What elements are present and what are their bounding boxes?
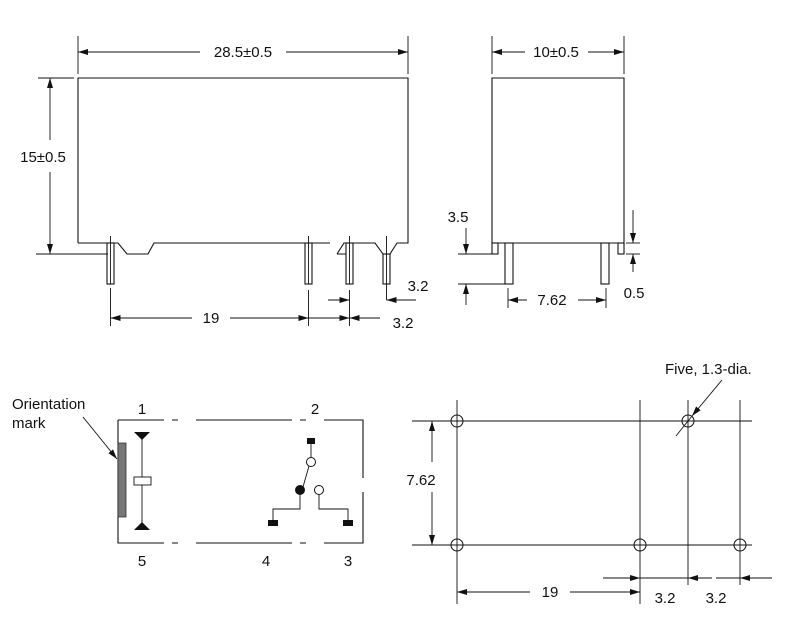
pin-label-4: 4 — [262, 553, 270, 570]
pin-label-2: 2 — [311, 401, 319, 418]
standoff-dimension: 0.5 — [624, 285, 645, 302]
pins — [106, 236, 391, 300]
pin-length-dimension: 3.5 — [448, 209, 469, 226]
side-width-dimension: 10±0.5 — [533, 44, 579, 61]
pin-spacing-dimension: 7.62 — [537, 292, 566, 309]
pcb-pitch-3-2-a: 3.2 — [655, 590, 676, 607]
orientation-label-2: mark — [12, 415, 46, 432]
holes — [450, 414, 747, 552]
hole-note: Five, 1.3-dia. — [665, 361, 752, 378]
pcb-pitch-3-2-b: 3.2 — [706, 590, 727, 607]
coil-symbol — [133, 432, 152, 530]
pcb-hole-layout: Five, 1.3-dia. 7.62 19 3.2 3.2 — [406, 361, 772, 607]
orientation-label: Orientation — [12, 396, 85, 413]
side-view: 10±0.5 3.5 7.62 0.5 — [448, 36, 645, 309]
orientation-mark — [117, 442, 127, 518]
pcb-pitch-19: 19 — [542, 584, 559, 601]
switch-symbol — [268, 438, 353, 526]
pin-pitch-19: 19 — [203, 310, 220, 327]
pin-pitch-3-2-a: 3.2 — [408, 278, 429, 295]
relay-body-outline — [77, 77, 409, 255]
pin-label-3: 3 — [344, 553, 352, 570]
height-dimension: 15±0.5 — [20, 149, 66, 166]
pin-label-5: 5 — [138, 553, 146, 570]
front-view: 28.5±0.5 15±0.5 19 3.2 3.2 — [20, 36, 428, 332]
width-dimension: 28.5±0.5 — [214, 44, 272, 61]
pin-schematic: Orientation mark 1 2 5 4 3 — [12, 396, 364, 570]
pin-label-1: 1 — [138, 401, 146, 418]
row-spacing-dimension: 7.62 — [406, 472, 435, 489]
pin-pitch-3-2-b: 3.2 — [393, 315, 414, 332]
